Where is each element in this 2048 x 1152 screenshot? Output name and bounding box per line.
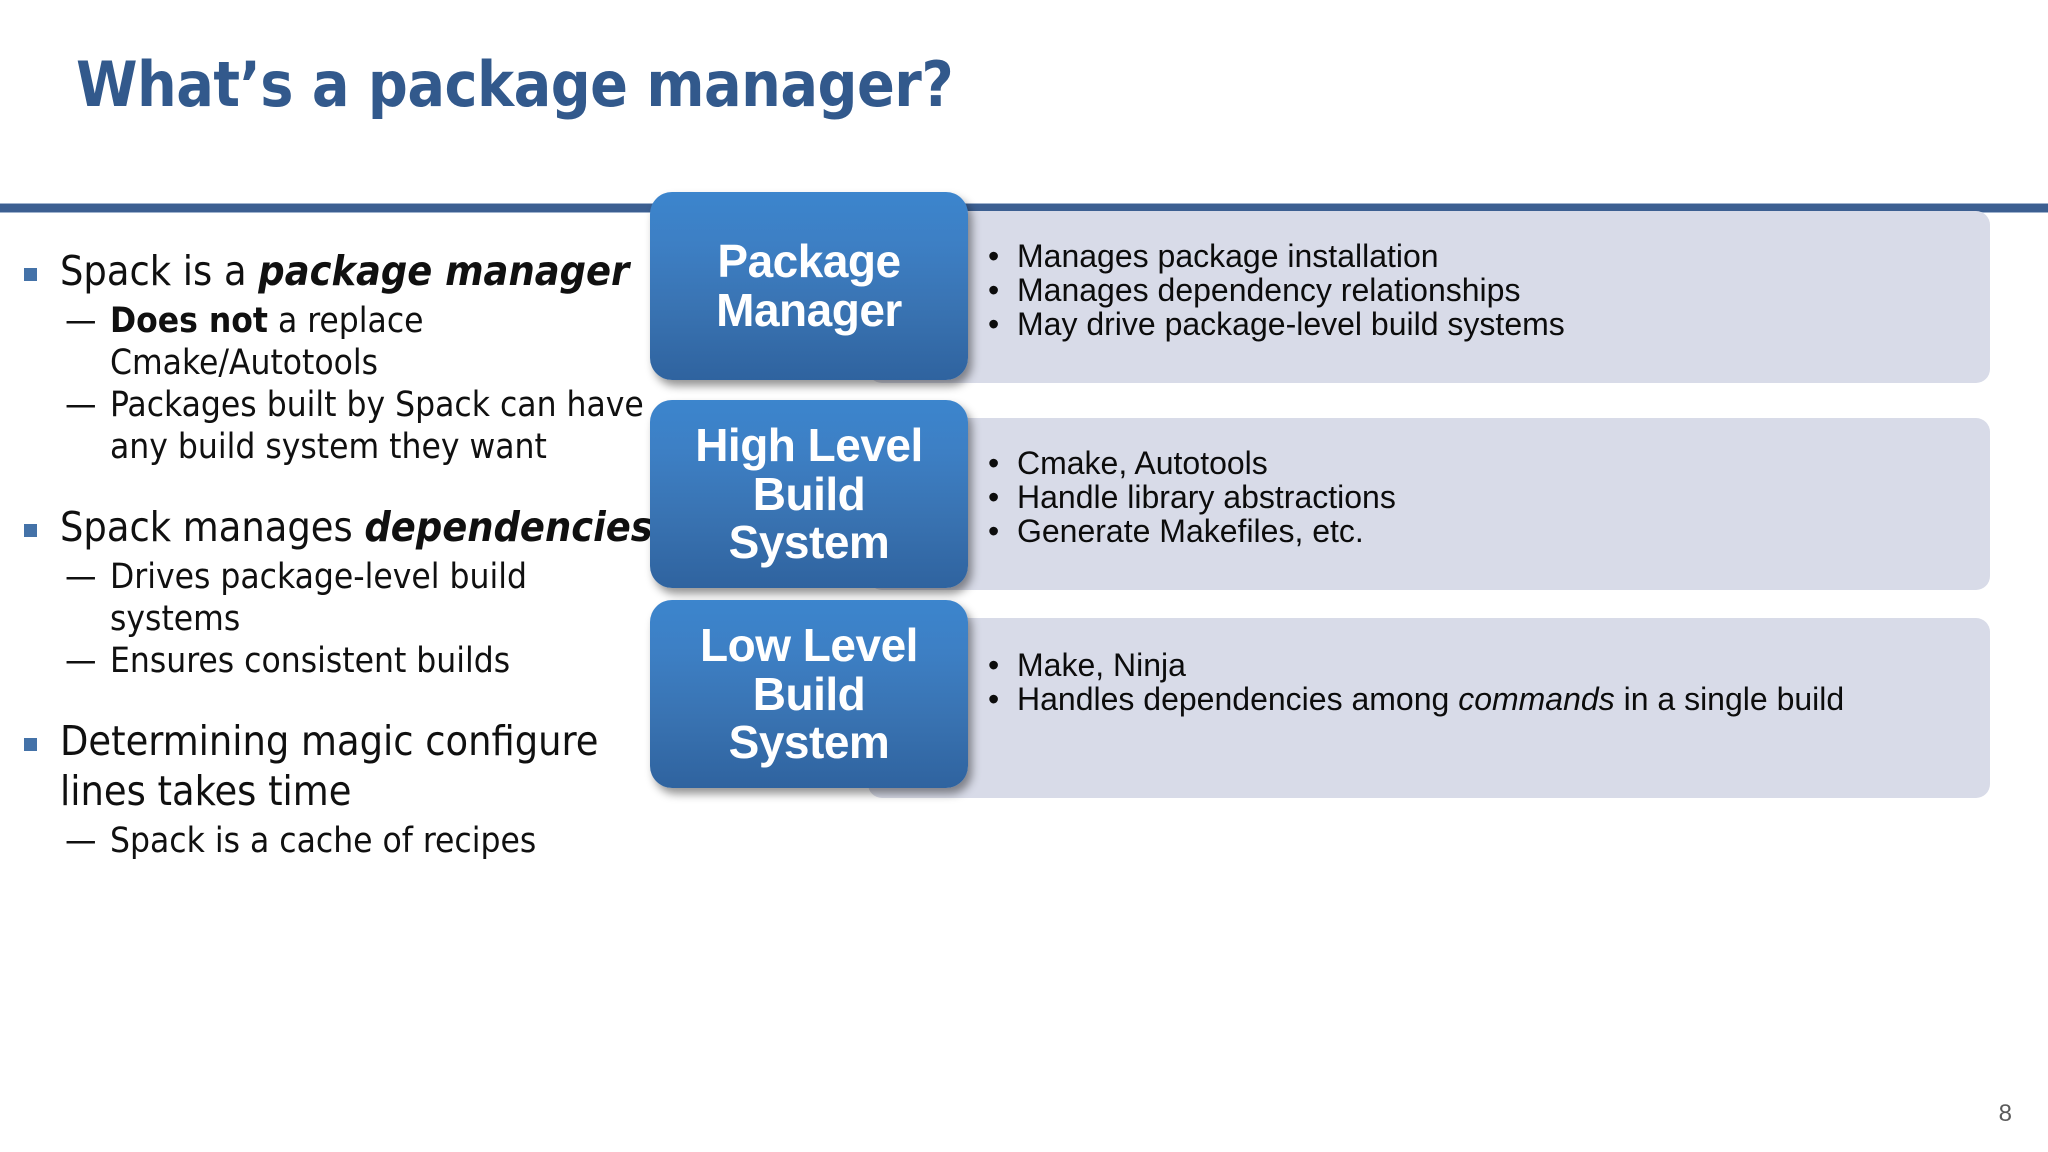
page-title: What’s a package manager?: [76, 48, 954, 121]
em-dash-bullet-icon: —: [65, 641, 97, 682]
diagram-panel-package-manager: • Manages package installation • Manages…: [868, 211, 1990, 383]
bullet-group-3: Determining magic configure lines takes …: [10, 716, 660, 862]
panel-bullet-text: Handle library abstractions: [1016, 479, 1396, 516]
diagram-panel-bullets: • Manages package installation • Manages…: [988, 239, 1974, 342]
bullet-level2: — Spack is a cache of recipes: [10, 820, 660, 862]
diagram-box-label-line3: System: [728, 516, 890, 569]
bullet-level2-text: Spack is a cache of recipes: [110, 821, 537, 862]
bullet-level2-text: a replace Cmake/Autotools: [110, 301, 424, 384]
panel-bullet-text: Cmake, Autotools: [1016, 445, 1268, 481]
diagram-box-label-line1: High Level: [695, 418, 923, 471]
em-dash-bullet-icon: —: [65, 557, 97, 598]
diagram-box-label-line3: System: [728, 716, 890, 769]
left-bullet-column: Spack is a package manager — Does not a r…: [10, 246, 660, 862]
bullet-level1-text-pre: Spack manages: [60, 503, 365, 552]
panel-bullet-item: • Manages dependency relationships: [988, 272, 1521, 309]
panel-bullet-text: May drive package-level build systems: [1016, 306, 1565, 343]
bullet-level1: Determining magic configure lines takes …: [10, 716, 660, 816]
panel-bullet-text-pre: Handles dependencies among: [1016, 681, 1459, 718]
bullet-level1: Spack is a package manager: [10, 246, 660, 296]
diagram-panel-bullets: • Cmake, Autotools • Handle library abst…: [988, 446, 1974, 549]
panel-bullet-text-italic: commands: [1458, 681, 1615, 718]
diagram-box-label-line2: Build: [752, 667, 866, 720]
panel-bullet-item: • Handles dependencies among commands in…: [988, 681, 1845, 718]
panel-bullet-text: Manages package installation: [1016, 238, 1439, 274]
bullet-level1-text-pre: Spack is a: [60, 247, 259, 295]
panel-bullet-text: Manages dependency relationships: [1016, 272, 1521, 309]
diagram-box-high-level-build-system[interactable]: High Level Build System: [650, 400, 968, 588]
bullet-level1-text-emphasis: dependencies: [364, 503, 653, 552]
diagram-panel-low-level-build-system: • Make, Ninja • Handles dependencies amo…: [868, 618, 1990, 798]
panel-bullet-item: • Cmake, Autotools: [988, 445, 1268, 481]
bullet-group-1: Spack is a package manager — Does not a r…: [10, 246, 660, 468]
panel-bullet-item: • Handle library abstractions: [988, 479, 1396, 516]
panel-bullet-item: • Make, Ninja: [988, 647, 1186, 683]
build-stack-diagram: • Manages package installation • Manages…: [650, 192, 2000, 798]
diagram-panel-bullets: • Make, Ninja • Handles dependencies amo…: [988, 647, 1974, 718]
bullet-level2: — Drives package-level build systems: [10, 556, 660, 640]
diagram-box-label-line2: Build: [752, 467, 866, 520]
bullet-level2-bold: Does not: [110, 301, 268, 342]
diagram-box-label: Low Level Build System: [700, 618, 918, 769]
bullet-level2: — Ensures consistent builds: [10, 640, 660, 682]
bullet-level1-text-emphasis: package manager: [258, 247, 630, 295]
bullet-level1-text-pre: Determining magic configure lines takes …: [60, 717, 599, 816]
bullet-level2-text: Ensures consistent builds: [110, 641, 511, 682]
slide-number: 8: [1998, 1100, 2012, 1127]
panel-bullet-item: • Generate Makefiles, etc.: [988, 513, 1364, 550]
diagram-box-low-level-build-system[interactable]: Low Level Build System: [650, 600, 968, 788]
panel-bullet-item: • Manages package installation: [988, 238, 1439, 274]
bullet-level2-text: Packages built by Spack can have any bui…: [110, 385, 644, 468]
bullet-level1: Spack manages dependencies: [10, 502, 660, 552]
diagram-box-package-manager[interactable]: Package Manager: [650, 192, 968, 380]
diagram-box-label: High Level Build System: [695, 418, 923, 569]
blue-square-bullet-icon: [24, 524, 37, 538]
bullet-level2: — Does not a replace Cmake/Autotools: [10, 300, 660, 384]
panel-bullet-text: Generate Makefiles, etc.: [1016, 513, 1364, 550]
blue-square-bullet-icon: [24, 738, 37, 752]
em-dash-bullet-icon: —: [65, 301, 97, 342]
diagram-box-label-line2: Manager: [716, 284, 902, 336]
panel-bullet-text-post: in a single build: [1614, 681, 1845, 718]
bullet-level2: — Packages built by Spack can have any bu…: [10, 384, 660, 468]
em-dash-bullet-icon: —: [65, 821, 97, 862]
diagram-box-label-line1: Low Level: [700, 618, 918, 671]
blue-square-bullet-icon: [24, 268, 37, 281]
bullet-level2-text: Drives package-level build systems: [110, 557, 527, 640]
diagram-box-label: Package Manager: [716, 237, 902, 335]
panel-bullet-item: • May drive package-level build systems: [988, 306, 1565, 343]
bullet-group-2: Spack manages dependencies — Drives packa…: [10, 502, 660, 682]
diagram-box-label-line1: Package: [717, 235, 901, 288]
diagram-panel-high-level-build-system: • Cmake, Autotools • Handle library abst…: [868, 418, 1990, 590]
em-dash-bullet-icon: —: [65, 385, 97, 426]
panel-bullet-text: Make, Ninja: [1016, 647, 1186, 683]
